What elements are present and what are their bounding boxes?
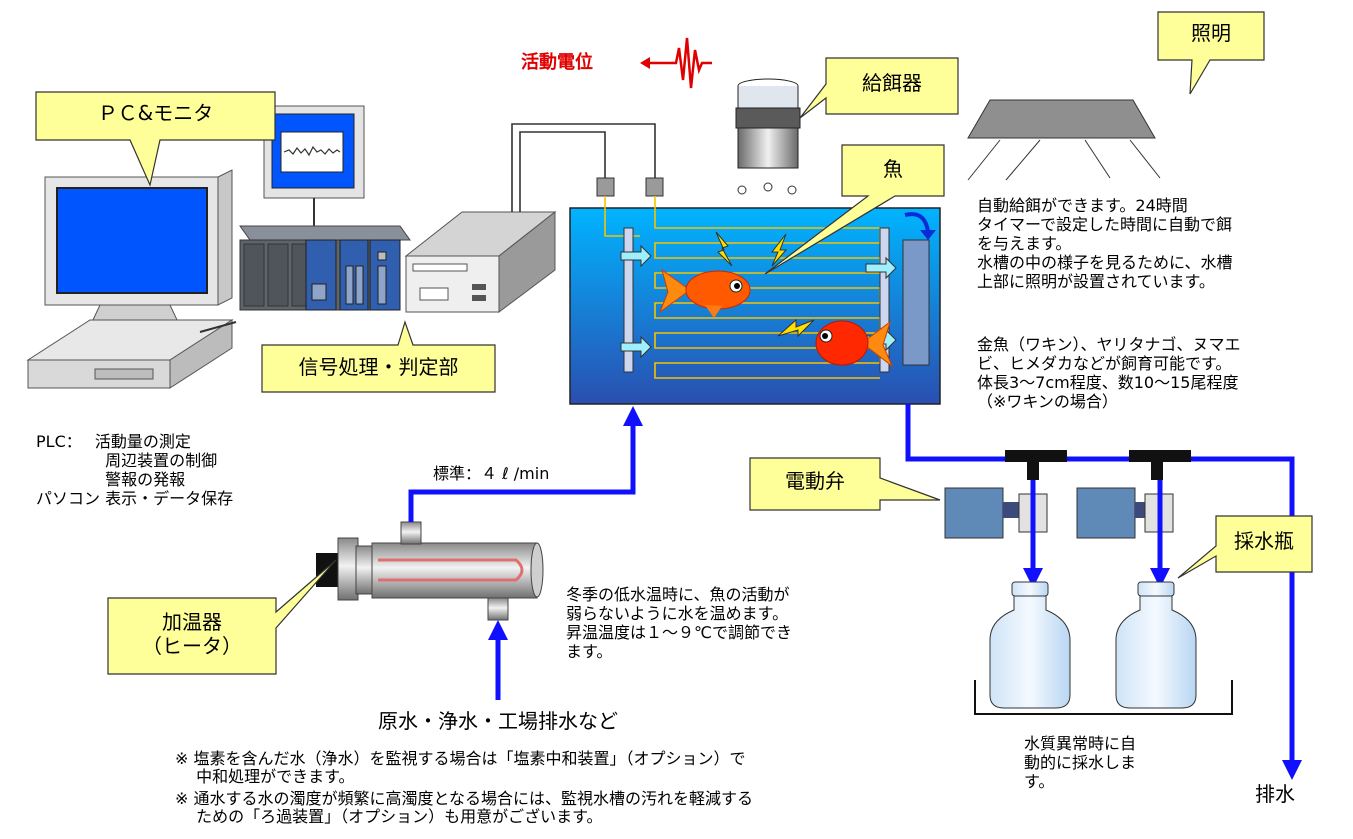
callout-shape-fish: [764, 144, 945, 275]
bottle-tray: [974, 680, 1233, 715]
label-water-source: 原水・浄水・工場排水など: [378, 709, 618, 733]
sample-bottle-left: [989, 581, 1071, 709]
electrode-right: [645, 177, 664, 197]
note-filtration: ※ 通水する水の濁度が頻繁に高濁度となる場合には、監視水槽の汚れを軽減する ため…: [175, 789, 754, 826]
action-potential-wave: [640, 37, 712, 89]
auto-feeder: [735, 78, 801, 195]
label-signal-processing: 信号処理・判定部: [298, 355, 459, 379]
callout-shape-signal: [261, 320, 496, 393]
callout-shape-pc: [35, 91, 276, 187]
description-plc: PLC： 活動量の測定 周辺装置の制御 警報の発報 パソコン 表示・データ保存: [36, 432, 234, 508]
description-heater: 冬季の低水温時に、魚の活動が 弱らないように水を温めます。 昇温温度は１〜９℃で…: [566, 585, 792, 661]
light-fixture: [967, 99, 1161, 181]
label-pc-monitor: ＰＣ&モニタ: [97, 101, 214, 125]
label-action-potential: 活動電位: [521, 52, 593, 73]
valve-assembly-left: [944, 450, 1067, 588]
plc-monitor: [263, 105, 365, 226]
callout-shape-valve: [749, 457, 941, 511]
description-feeder-light: 自動給餌ができます。24時間 タイマーで設定した時間に自動で餌 を与えます。 水…: [977, 196, 1233, 291]
label-feeder: 給餌器: [862, 71, 922, 95]
water-pipes: [408, 404, 1302, 780]
label-valve: 電動弁: [785, 469, 845, 493]
goldfish-right: [815, 320, 894, 368]
note-chlorine: ※ 塩素を含んだ水（浄水）を監視する場合は「塩素中和装置」（オプション）で 中和…: [175, 749, 746, 786]
electrode-left: [596, 177, 615, 197]
sensor-cable-b: [519, 131, 606, 212]
sensor-cable-a: [511, 123, 656, 212]
callout-shape-heater: [107, 559, 337, 675]
description-fish-species: 金魚（ワキン）、ヤリタナゴ、ヌマエ ビ、ヒメダカなどが飼育可能です。 体長3〜7…: [977, 335, 1241, 411]
label-sample-bottle: 採水瓶: [1234, 529, 1294, 553]
label-heater: 加温器 （ヒータ）: [142, 610, 242, 658]
label-lighting: 照明: [1191, 21, 1231, 45]
plc-rack: [239, 225, 411, 311]
callout-shape-feeder: [799, 57, 959, 119]
label-fish: 魚: [883, 157, 903, 181]
sample-bottle-right: [1115, 581, 1197, 709]
heater: [316, 521, 544, 621]
label-drainage: 排水: [1255, 782, 1295, 806]
description-auto-sampling: 水質異常時に自 動的に採水しま す。: [1024, 734, 1137, 791]
pc-monitor: [26, 169, 237, 389]
water-tank: [569, 196, 941, 405]
label-flow-rate: 標準：４ ℓ /min: [433, 464, 550, 483]
valve-assembly-right: [1076, 450, 1191, 588]
callout-shape-bottle: [1177, 515, 1313, 579]
callout-shape-light: [1157, 11, 1265, 95]
goldfish-left: [658, 268, 751, 318]
signal-processor-unit: [404, 210, 557, 313]
